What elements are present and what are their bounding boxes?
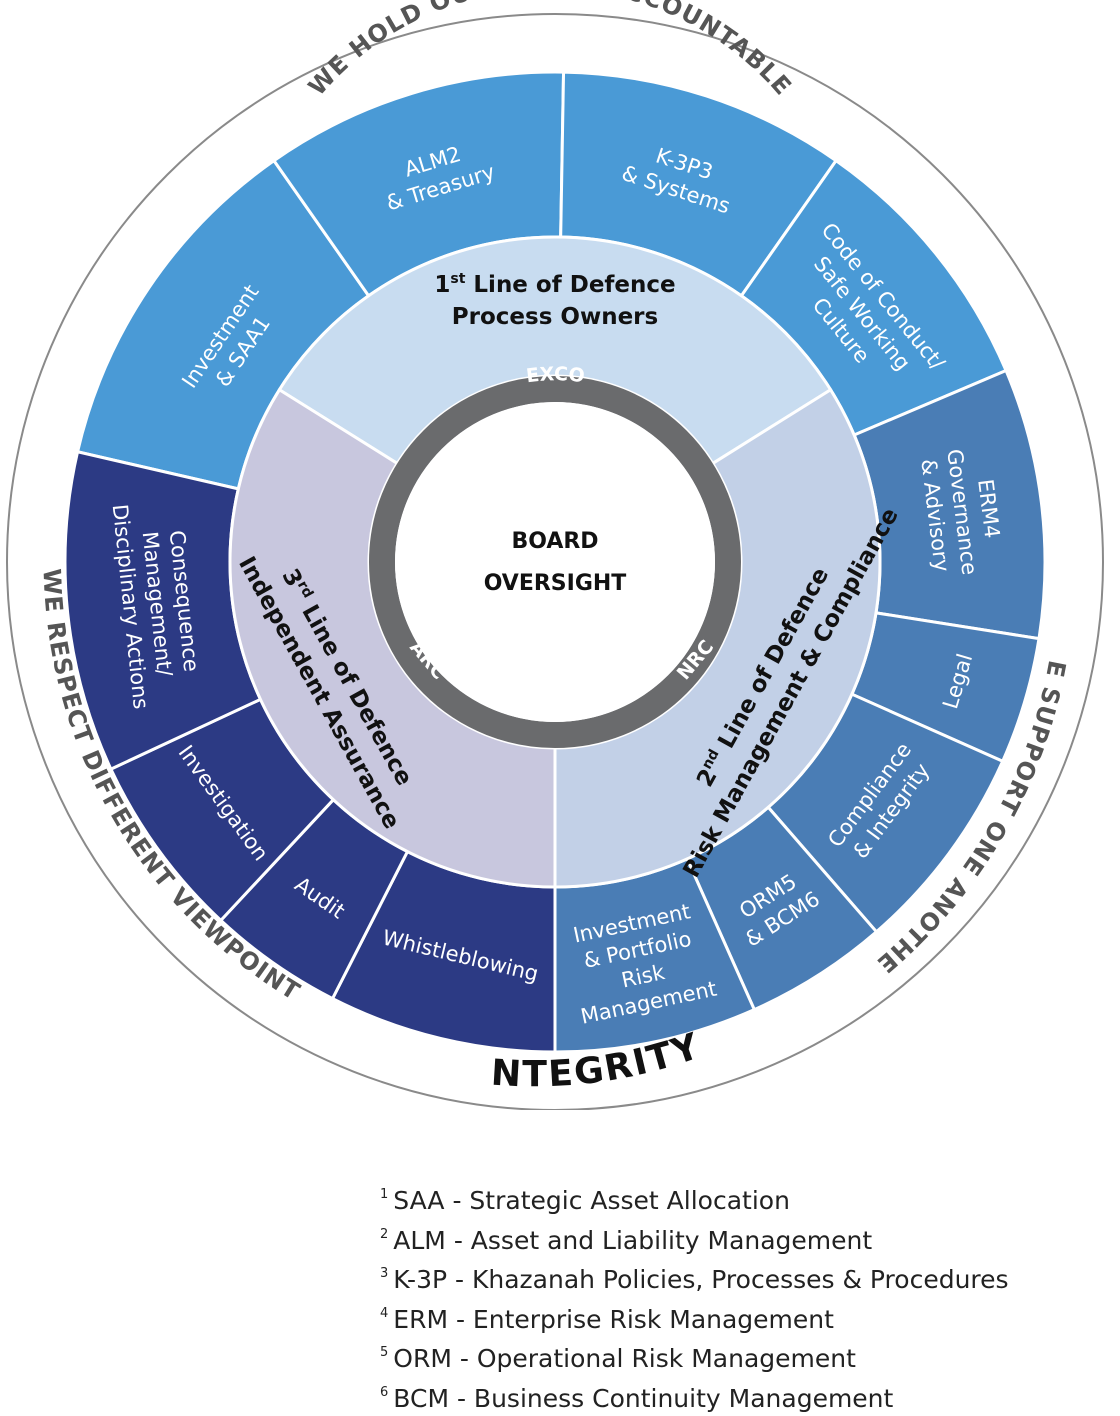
line-of-defence-sector [277,235,833,466]
footnote-text: BCM - Business Continuity Management [393,1383,894,1413]
board-oversight-line2: OVERSIGHT [484,571,627,596]
committee-ring [369,376,741,748]
footnote-number: 5 [380,1345,389,1361]
footnote-number: 6 [380,1384,389,1400]
footnote-text: ERM - Enterprise Risk Management [393,1304,834,1334]
board-oversight-circle [395,402,715,722]
footnote-text: ALM - Asset and Liability Management [393,1225,873,1255]
footnote-number: 2 [380,1226,389,1242]
footnote-item: 1 SAA - Strategic Asset Allocation [380,1178,1009,1218]
footnote-text: ORM - Operational Risk Management [393,1344,856,1374]
committee-exco-label: EXCO [525,363,586,387]
footnote-number: 1 [380,1187,389,1202]
footnote-text: K-3P - Khazanah Policies, Processes & Pr… [393,1265,1009,1295]
board-oversight-line1: BOARD [511,529,598,554]
footnote-text: SAA - Strategic Asset Allocation [393,1186,790,1215]
footnote-number: 3 [380,1266,389,1282]
footnote-number: 4 [380,1305,389,1321]
